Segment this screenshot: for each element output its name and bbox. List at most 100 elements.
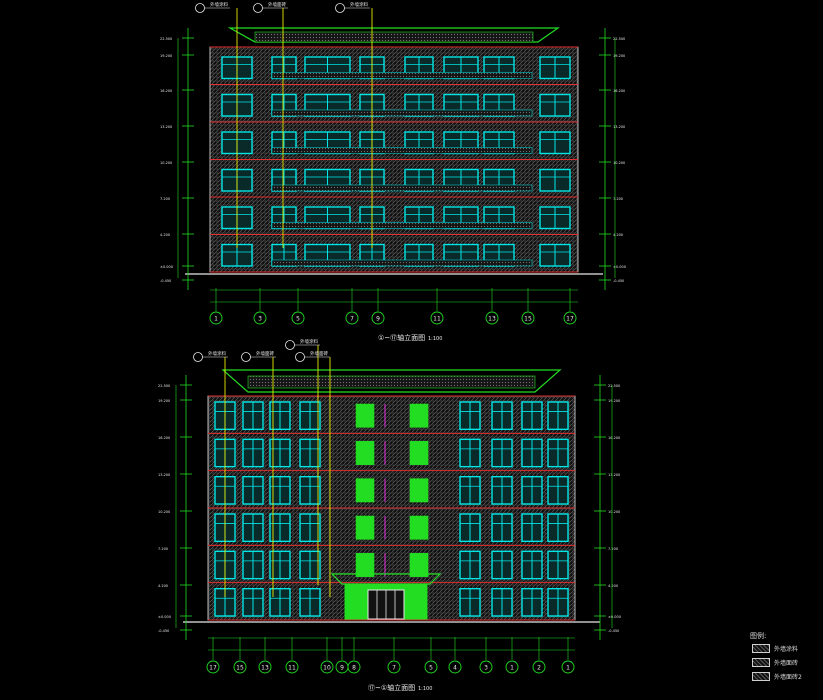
level-label: 10.200: [160, 161, 172, 165]
axis-label: 1: [214, 316, 218, 323]
roof-band: [254, 31, 534, 43]
stair-panel: [355, 515, 375, 540]
legend-title: 图例:: [750, 632, 767, 640]
axis-bubble: [532, 660, 546, 674]
level-label: 16.200: [608, 436, 620, 440]
axis-label: 13: [261, 665, 269, 672]
roof-parapet: [221, 369, 562, 393]
axis-bubble: [258, 660, 272, 674]
level-label: 13.200: [160, 125, 172, 129]
level-label: 19.200: [608, 399, 620, 403]
legend-label: 外墙涂料: [774, 645, 799, 653]
level-label: ±0.000: [158, 615, 171, 619]
callout-label: 外墙涂料: [208, 350, 226, 357]
level-label: 10.200: [608, 510, 620, 514]
balcony-rail: [271, 222, 533, 229]
level-label: 10.200: [613, 161, 625, 165]
level-label: 22.500: [608, 384, 620, 388]
level-label: 7.200: [608, 547, 618, 551]
level-label: 4.200: [160, 233, 170, 237]
stair-panel: [409, 553, 429, 577]
legend-swatch: [752, 657, 770, 667]
axis-bubble: [505, 660, 519, 674]
level-label: 4.200: [608, 584, 618, 588]
stair-panel: [409, 515, 429, 540]
top-elevation-title: ①~⑰轴立面图: [378, 333, 425, 342]
bottom-elevation-title: ⑰~①轴立面图: [368, 683, 415, 692]
axis-bubble: [209, 311, 223, 325]
axis-label: 3: [484, 665, 488, 672]
level-label: -0.450: [608, 629, 619, 633]
legend-label: 外墙面砖2: [774, 673, 802, 681]
axis-bubble: [561, 660, 575, 674]
balcony-rail: [271, 184, 533, 192]
axis-bubble: [521, 311, 535, 325]
axis-bubble: [320, 660, 334, 674]
callout-bubble: [285, 340, 295, 350]
level-label: 16.200: [158, 436, 170, 440]
bottom-elevation: 22.500 19.200 16.200 13.200 10.200 7.200 4.200…: [158, 338, 621, 674]
legend-label: 外墙面砖: [774, 659, 799, 667]
axis-bubble: [430, 311, 444, 325]
level-label: 13.200: [613, 125, 625, 129]
stair-panel: [355, 553, 375, 577]
callout-bubble: [295, 352, 305, 362]
level-label: 22.500: [160, 37, 172, 41]
legend-item: 外墙涂料: [752, 643, 814, 653]
callout-bubble: [335, 3, 345, 13]
legend-swatch: [752, 643, 770, 653]
axis-bubble: [424, 660, 438, 674]
axis-bubble: [345, 311, 359, 325]
callout-bubble: [193, 352, 203, 362]
callout-bubble: [241, 352, 251, 362]
axis-label: 9: [340, 665, 344, 672]
level-label: 7.200: [158, 547, 168, 551]
stair-panel: [409, 478, 429, 503]
callout-label: 外墙面砖: [310, 350, 328, 357]
legend-item: 外墙面砖: [752, 657, 814, 667]
callout-label: 外墙面砖: [268, 1, 286, 8]
stair-panel: [409, 441, 429, 465]
top-elevation-scale: 1:100: [428, 336, 442, 342]
level-label: ±0.000: [160, 265, 173, 269]
top-elevation: 22.500 19.200 16.200 13.200 10.200 7.200 4.200…: [160, 1, 626, 325]
entrance-canopy: [330, 573, 442, 585]
level-label: 13.200: [608, 473, 620, 477]
level-label: 4.200: [613, 233, 623, 237]
axis-label: 5: [429, 665, 433, 672]
axis-label: 10: [323, 665, 331, 672]
balcony-rail: [271, 109, 533, 117]
stair-panel: [409, 403, 429, 428]
level-label: 19.200: [613, 54, 625, 58]
axis-label: 5: [296, 316, 300, 323]
stair-panel: [355, 403, 375, 428]
level-label: ±0.000: [613, 265, 626, 269]
level-label: 7.200: [160, 197, 170, 201]
axis-label: 17: [209, 665, 217, 672]
level-label: 10.200: [158, 510, 170, 514]
axis-bubble: [285, 660, 299, 674]
axis-bubble: [485, 311, 499, 325]
balcony-rail: [271, 147, 533, 154]
callout-label: 外墙面砖: [256, 350, 274, 357]
axis-label: 1: [510, 665, 514, 672]
level-label: ±0.000: [608, 615, 621, 619]
axis-bubble: [448, 660, 462, 674]
axis-label: 13: [488, 316, 496, 323]
roof-band: [247, 375, 536, 389]
axis-label: 9: [376, 316, 380, 323]
axis-bubble: [253, 311, 267, 325]
level-label: 22.500: [158, 384, 170, 388]
axis-bubble: [206, 660, 220, 674]
axis-label: 7: [392, 665, 396, 672]
level-label: 19.200: [158, 399, 170, 403]
level-label: -0.450: [160, 279, 171, 283]
axis-label: 3: [258, 316, 262, 323]
axis-label: 1: [566, 665, 570, 672]
level-label: 13.200: [158, 473, 170, 477]
level-label: 19.200: [160, 54, 172, 58]
axis-label: 15: [236, 665, 244, 672]
axis-label: 17: [566, 316, 574, 323]
level-label: 16.200: [160, 89, 172, 93]
level-label: -0.450: [613, 279, 624, 283]
